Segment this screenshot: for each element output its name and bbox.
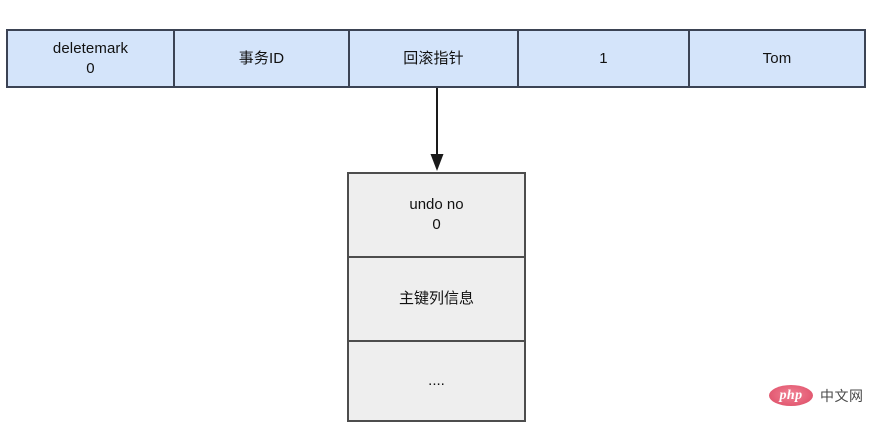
record-cell-name-value: Tom	[690, 31, 864, 86]
record-row: deletemark 0 事务ID 回滚指针 1 Tom	[6, 29, 866, 88]
watermark: php 中文网	[769, 385, 864, 406]
record-cell-sublabel: 0	[86, 59, 95, 77]
undo-cell-label: undo no	[409, 195, 464, 213]
record-cell-label: 1	[599, 49, 608, 67]
record-cell-label: Tom	[762, 49, 792, 67]
undo-cell-label: ....	[428, 371, 445, 389]
watermark-label: 中文网	[820, 387, 864, 404]
record-cell-label: 回滚指针	[403, 49, 464, 67]
undo-log-record: undo no 0 主键列信息 ....	[347, 172, 526, 422]
undo-cell-primary-key-info: 主键列信息	[349, 258, 524, 342]
record-cell-rollback-pointer: 回滚指针	[350, 31, 519, 86]
undo-cell-label: 主键列信息	[398, 289, 474, 307]
arrow-down-icon	[430, 88, 444, 172]
record-cell-label: 事务ID	[238, 49, 285, 67]
php-logo-icon: php	[769, 385, 813, 406]
record-cell-label: deletemark	[52, 39, 129, 57]
undo-cell-sublabel: 0	[432, 216, 441, 233]
record-cell-deletemark: deletemark 0	[8, 31, 175, 86]
record-cell-transaction-id: 事务ID	[175, 31, 350, 86]
undo-cell-undo-no: undo no 0	[349, 174, 524, 258]
undo-cell-ellipsis: ....	[349, 342, 524, 420]
record-cell-id-value: 1	[519, 31, 690, 86]
